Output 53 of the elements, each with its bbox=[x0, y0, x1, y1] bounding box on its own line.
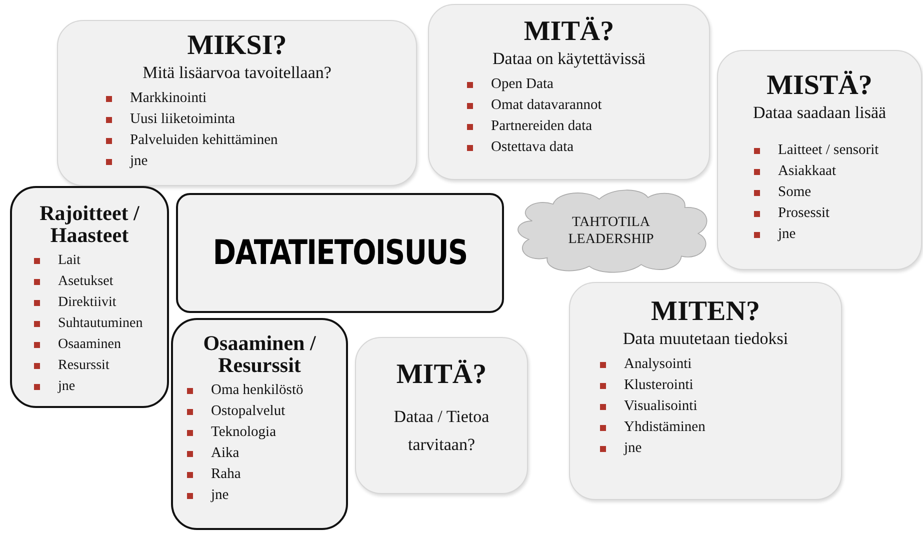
rounded-card bbox=[355, 337, 528, 494]
list-item: Klusterointi bbox=[624, 377, 694, 394]
rounded-card bbox=[569, 282, 842, 500]
list-item: Raha bbox=[211, 466, 241, 484]
list-item: Asetukset bbox=[58, 274, 114, 290]
list-item: Aika bbox=[211, 445, 240, 462]
rounded-card bbox=[57, 20, 417, 186]
list-item: jne bbox=[778, 226, 796, 244]
list-item: Oma henkilöstö bbox=[211, 382, 304, 400]
list-item: jne bbox=[211, 487, 229, 504]
card-subtitle: Data muutetaan tiedoksi bbox=[622, 328, 790, 350]
list-item: Teknologia bbox=[211, 424, 276, 442]
list-item: Ostettava data bbox=[491, 139, 574, 156]
list-item: Some bbox=[778, 184, 812, 202]
list-item: jne bbox=[624, 440, 642, 458]
card-subtitle: Dataa on käytettävissä bbox=[492, 48, 646, 70]
title-box bbox=[176, 193, 504, 313]
list-item: Osaaminen bbox=[58, 336, 121, 353]
card-heading: MITÄ? bbox=[522, 17, 616, 46]
list-item: Asiakkaat bbox=[778, 163, 836, 180]
card-heading: Osaaminen / Resurssit bbox=[202, 332, 317, 376]
title-text: DATATIETOISUUS bbox=[212, 233, 468, 273]
list-item: jne bbox=[130, 153, 148, 170]
cloud-label: TAHTOTILA LEADERSHIP bbox=[567, 214, 655, 248]
card-subtitle: Dataa saadaan lisää bbox=[752, 102, 888, 124]
list-item: Lait bbox=[58, 252, 81, 269]
list-item: Palveluiden kehittäminen bbox=[130, 132, 278, 150]
list-item: Laitteet / sensorit bbox=[778, 142, 879, 160]
card-heading: Rajoitteet / Haasteet bbox=[38, 202, 140, 246]
list-item: Analysointi bbox=[624, 356, 692, 374]
rounded-card bbox=[10, 186, 169, 408]
card-subtitle: Mitä lisäarvoa tavoitellaan? bbox=[142, 62, 332, 84]
list-item: Ostopalvelut bbox=[211, 403, 286, 420]
list-item: Direktiivit bbox=[58, 294, 116, 311]
card-heading: MITÄ? bbox=[395, 360, 488, 390]
list-item: Prosessit bbox=[778, 205, 830, 222]
list-item: Partnereiden data bbox=[491, 118, 592, 136]
list-item: Uusi liiketoiminta bbox=[130, 111, 236, 128]
list-item: Resurssit bbox=[58, 358, 110, 374]
rounded-card bbox=[428, 4, 710, 180]
card-subtitle: Dataa / Tietoa tarvitaan? bbox=[392, 406, 490, 456]
list-item: Visualisointi bbox=[624, 398, 698, 416]
card-heading: MIKSI? bbox=[186, 31, 288, 60]
rounded-card bbox=[171, 318, 348, 530]
card-heading: MISTÄ? bbox=[766, 71, 874, 100]
rounded-card bbox=[717, 50, 922, 270]
card-heading: MITEN? bbox=[650, 297, 761, 326]
list-item: Yhdistäminen bbox=[624, 419, 706, 436]
list-item: Omat datavarannot bbox=[491, 97, 602, 114]
list-item: Markkinointi bbox=[130, 90, 207, 108]
list-item: Open Data bbox=[491, 76, 554, 94]
list-item: Suhtautuminen bbox=[58, 316, 143, 332]
list-item: jne bbox=[58, 378, 76, 395]
